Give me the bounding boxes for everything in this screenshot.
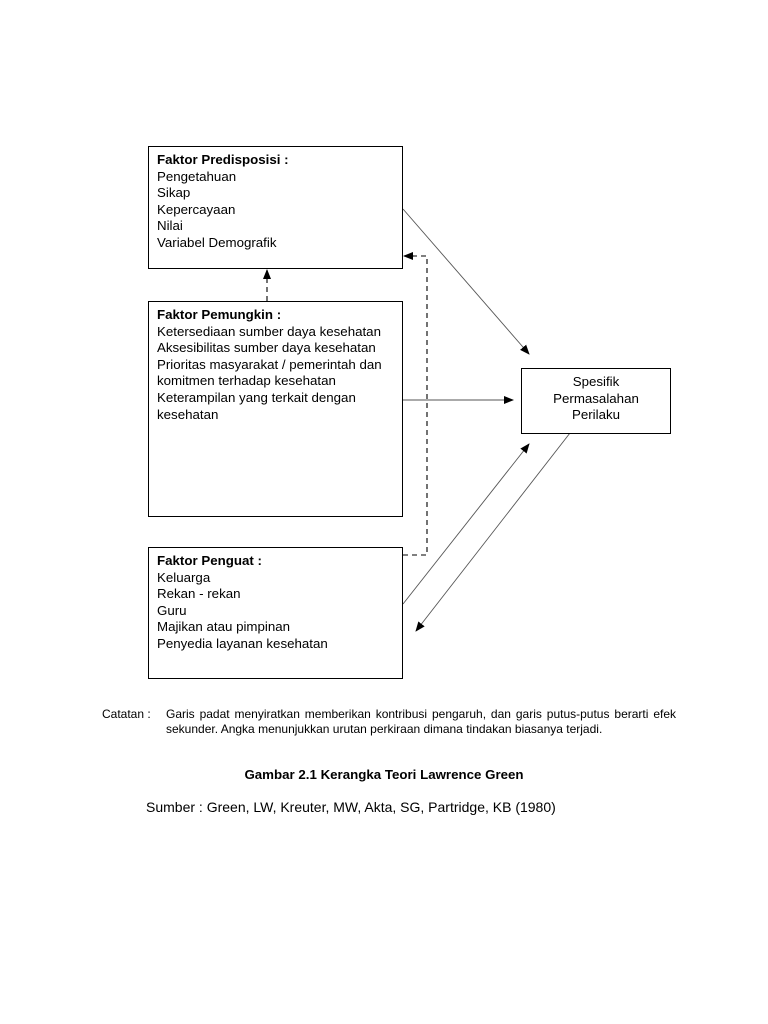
arrow-predisposisi-to-spesifik [402, 208, 530, 355]
box-faktor-pemungkin: Faktor Pemungkin : Ketersediaan sumber d… [148, 301, 403, 517]
box-faktor-penguat: Faktor Penguat : Keluarga Rekan - rekan … [148, 547, 403, 679]
box-title: Faktor Pemungkin : [157, 307, 282, 322]
list-item: Sikap [157, 185, 191, 201]
list-item: Ketersediaan sumber daya kesehatan [157, 323, 381, 339]
dashed-connector-penguat-to-predisposisi [403, 255, 428, 556]
box-spesifik-permasalahan-perilaku: Spesifik Permasalahan Perilaku [521, 368, 671, 434]
list-item: Keluarga [157, 569, 211, 585]
list-item: Penyedia layanan kesehatan [157, 635, 328, 651]
list-item: Guru [157, 602, 187, 618]
list-item: Pengetahuan [157, 168, 237, 184]
list-item: Aksesibilitas sumber daya kesehatan [157, 340, 376, 356]
list-item: Majikan atau pimpinan [157, 619, 291, 635]
list-item: Nilai [157, 218, 183, 234]
box-title: Faktor Predisposisi : [157, 152, 289, 167]
box-faktor-predisposisi: Faktor Predisposisi : Pengetahuan Sikap … [148, 146, 403, 269]
arrow-penguat-to-spesifik [402, 443, 530, 605]
list-item: Rekan - rekan [157, 586, 241, 602]
box-title: Faktor Penguat : [157, 553, 262, 568]
box-line: Permasalahan [553, 390, 639, 406]
note-text: Garis padat menyiratkan memberikan kontr… [166, 707, 676, 737]
figure-source: Sumber : Green, LW, Kreuter, MW, Akta, S… [146, 799, 556, 815]
list-item: Variabel Demografik [157, 234, 277, 250]
arrow-spesifik-to-penguat [415, 432, 571, 632]
note-label: Catatan : [102, 707, 151, 721]
box-line: Spesifik [572, 374, 620, 389]
box-line: Perilaku [571, 407, 621, 423]
figure-caption: Gambar 2.1 Kerangka Teori Lawrence Green [244, 767, 524, 782]
list-item: Prioritas masyarakat / pemerintah dan ko… [157, 356, 382, 389]
list-item: Keterampilan yang terkait dengan kesehat… [157, 389, 356, 422]
list-item: Kepercayaan [157, 201, 236, 217]
